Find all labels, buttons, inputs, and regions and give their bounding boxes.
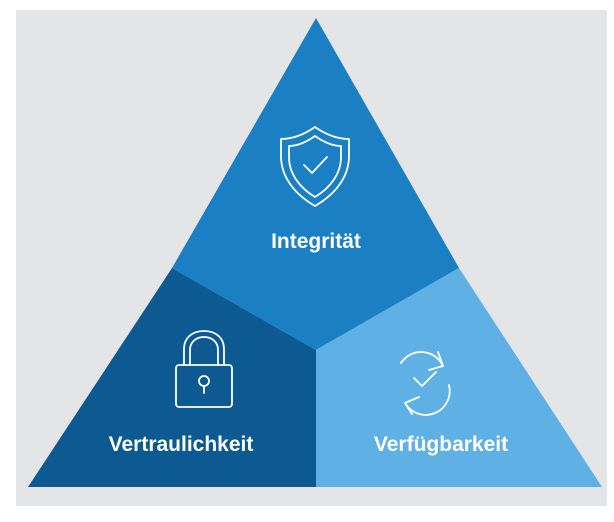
segment-vertraulichkeit — [28, 268, 316, 487]
label-vertraulichkeit: Vertraulichkeit — [108, 433, 254, 456]
label-integritaet: Integrität — [271, 230, 361, 253]
shield-check-icon — [280, 126, 350, 207]
padlock-icon — [175, 330, 233, 408]
refresh-check-icon — [400, 351, 451, 416]
segment-integritaet — [172, 18, 459, 350]
segment-verfuegbarkeit — [316, 268, 602, 487]
label-verfuegbarkeit: Verfügbarkeit — [373, 433, 509, 456]
